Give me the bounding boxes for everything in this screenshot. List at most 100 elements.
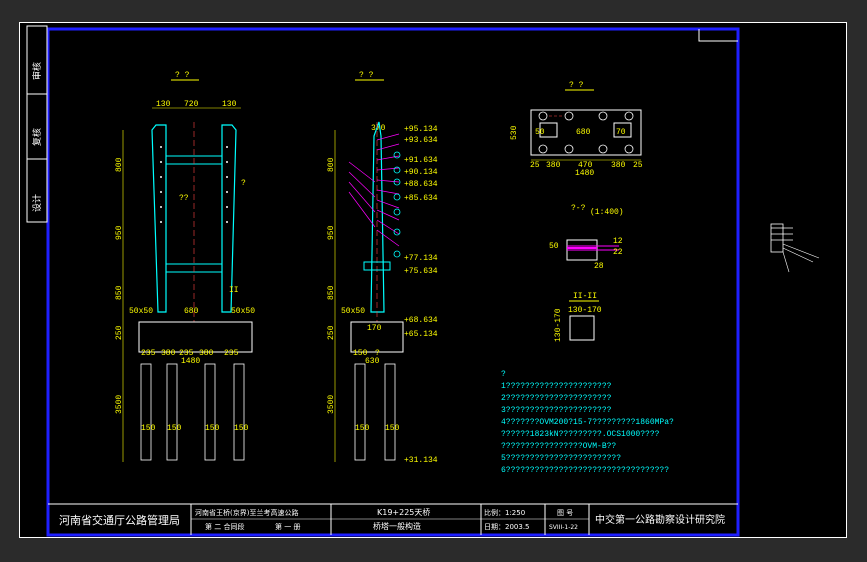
section2-dim-b: 12 — [613, 237, 623, 246]
side-label-recheck: 复核 — [31, 128, 43, 146]
side-dim-v850: 850 — [327, 285, 336, 300]
side-dim-v3500: 3500 — [327, 395, 336, 414]
left-tower — [151, 124, 167, 313]
anchor-markers — [393, 151, 401, 258]
svg-text:+88.634: +88.634 — [404, 180, 438, 189]
org-name: 河南省交通厅公路管理局 — [59, 513, 180, 527]
front-base-dim-3: 380 — [199, 349, 214, 358]
anchor-points-left — [160, 146, 162, 223]
plan-bottom-0: 25 — [530, 161, 540, 170]
stay-cables — [348, 133, 400, 247]
front-pile-label-2: 150 — [167, 424, 182, 433]
side-dim-v800: 800 — [327, 157, 336, 172]
side-label-design: 设计 — [31, 194, 43, 212]
anchor-points-right — [226, 146, 228, 223]
svg-text:+77.134: +77.134 — [404, 254, 438, 263]
svg-text:+65.134: +65.134 — [404, 330, 438, 339]
side-base-a: 150 — [353, 349, 368, 358]
plan-bottom-4: 25 — [633, 161, 643, 170]
front-dim-edge-left: 50x50 — [129, 307, 153, 316]
section2-dim-a: 50 — [549, 242, 559, 251]
sheet-number: SVIII-1-22 — [549, 524, 578, 531]
svg-text:?: ? — [501, 370, 506, 379]
svg-text:+68.634: +68.634 — [404, 316, 438, 325]
right-tower — [221, 124, 237, 313]
front-label-qq: ?? — [179, 194, 189, 203]
scale-label: 比例：1:250 — [484, 508, 525, 517]
front-label-q: ? — [241, 179, 246, 188]
front-dim-v3500: 3500 — [115, 395, 124, 414]
front-base-dim-4: 235 — [224, 349, 239, 358]
svg-text:4???????OVM200?15-7?????????18: 4???????OVM200?15-7?????????1860MPa? — [501, 418, 674, 427]
project-line2b: 第 一 册 — [275, 522, 300, 531]
svg-text:6?????????????????????????????: 6?????????????????????????????????? — [501, 466, 669, 475]
svg-text:3??????????????????????: 3?????????????????????? — [501, 406, 612, 415]
front-base-dim-1: 380 — [161, 349, 176, 358]
front-base-total: 1480 — [181, 357, 200, 366]
general-notes: ? 1?????????????????????? 2?????????????… — [501, 370, 674, 475]
svg-text:??????1823kN?????????.OCS1000?: ??????1823kN?????????.OCS1000???? — [501, 430, 660, 439]
section2-scale: (1:400) — [590, 208, 624, 217]
plan-outline — [530, 109, 642, 156]
project-line1: 河南省王桥(京界)至兰考高速公路 — [195, 508, 298, 517]
svg-text:+91.634: +91.634 — [404, 156, 438, 165]
front-dim-v800: 800 — [115, 157, 124, 172]
side-dim-top: 370 — [371, 124, 386, 133]
side-piles — [354, 363, 396, 461]
sheet-label: 图 号 — [557, 509, 573, 517]
approval-strip: 审核 复核 设计 — [26, 25, 48, 223]
svg-text:+31.134: +31.134 — [404, 456, 438, 465]
section1-dim-side: 130-170 — [554, 308, 563, 342]
sheet-border — [19, 22, 847, 538]
plan-bottom-2: 470 — [578, 161, 593, 170]
front-dim-top-mid: 720 — [184, 100, 199, 109]
front-dim-edge-right: 50x50 — [231, 307, 255, 316]
side-base-total: 630 — [365, 357, 380, 366]
plan-dim-b1: 50 — [535, 128, 545, 137]
date-label: 日期：2003.5 — [484, 523, 530, 531]
front-elevation: ? ? 130 720 130 800 950 850 250 3500 ?? … — [115, 71, 255, 462]
section2-dim-c: 22 — [613, 248, 623, 257]
drawing-sheet: 审核 复核 设计 ? ? 130 720 130 800 950 850 — [19, 22, 847, 538]
svg-text:+90.134: +90.134 — [404, 168, 438, 177]
svg-text:5????????????????????????: 5???????????????????????? — [501, 454, 621, 463]
side-label-review: 审核 — [31, 62, 43, 80]
section2-dim-d: 28 — [594, 262, 604, 271]
front-dim-v250: 250 — [115, 325, 124, 340]
front-base-dim-2: 235 — [179, 349, 194, 358]
plan-title: ? ? — [569, 81, 584, 90]
plan-view: ? ? 50 680 70 530 25 380 470 380 25 1480 — [510, 81, 643, 178]
svg-text:+75.634: +75.634 — [404, 267, 438, 276]
front-piles — [140, 363, 245, 461]
svg-text:+95.134: +95.134 — [404, 125, 438, 134]
front-dim-v950: 950 — [115, 225, 124, 240]
side-dim-edge: 50x50 — [341, 307, 365, 316]
side-dim-v250: 250 — [327, 325, 336, 340]
front-base-dim-0: 235 — [141, 349, 156, 358]
corner-tag — [698, 29, 738, 42]
plan-piles — [538, 111, 634, 154]
svg-text:+85.634: +85.634 — [404, 194, 438, 203]
plan-dim-left: 530 — [510, 125, 519, 140]
title-block: 河南省交通厅公路管理局 河南省王桥(京界)至兰考高速公路 第 二 合同段 第 一… — [48, 503, 738, 535]
section-cable-anchor: ?-? (1:400) 50 12 22 28 — [549, 204, 624, 271]
side-pile-cap — [350, 321, 404, 353]
plan-bottom-3: 380 — [611, 161, 626, 170]
front-pile-label-1: 150 — [141, 424, 156, 433]
side-detail-sketch — [770, 223, 820, 273]
section1-dim-top: 130-170 — [568, 306, 602, 315]
front-dim-top-right: 130 — [222, 100, 237, 109]
elevation-labels: +95.134 +93.634 +91.634 +90.134 +88.634 … — [404, 125, 438, 465]
section2-title: ?-? — [571, 204, 586, 213]
front-dim-v850: 850 — [115, 285, 124, 300]
section-tower: II-II 130-170 130-170 — [554, 292, 602, 342]
side-pile-label-1: 150 — [355, 424, 370, 433]
side-base-b: ? — [375, 349, 380, 358]
svg-text:+93.634: +93.634 — [404, 136, 438, 145]
svg-text:1??????????????????????: 1?????????????????????? — [501, 382, 612, 391]
side-title: ? ? — [359, 71, 374, 80]
front-title: ? ? — [175, 71, 190, 80]
institute-name: 中交第一公路勘察设计研究院 — [595, 513, 725, 526]
front-pile-cap — [138, 321, 253, 353]
side-elevation: ? ? 370 +95.134 +93.634 +91.634 +90.134 … — [327, 71, 438, 465]
